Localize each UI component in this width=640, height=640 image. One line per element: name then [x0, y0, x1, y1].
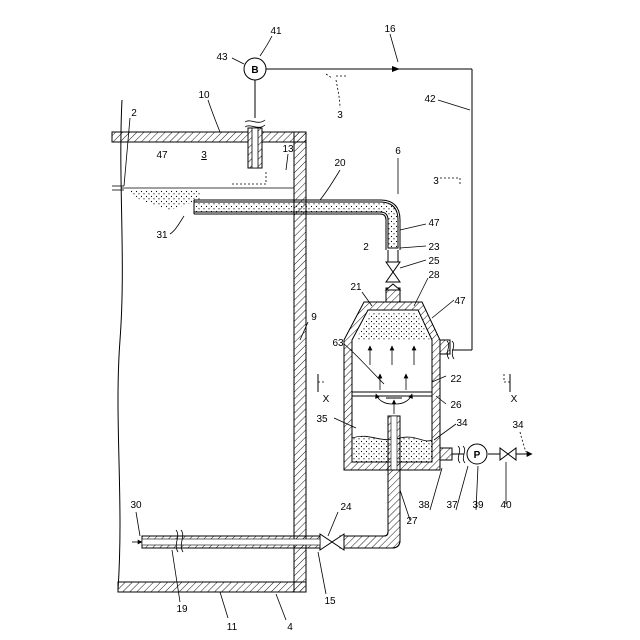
particles-tank — [128, 190, 200, 210]
label-41: 41 — [270, 26, 282, 37]
label-25: 25 — [428, 256, 440, 267]
label-38: 38 — [418, 500, 430, 511]
valve-25 — [386, 250, 400, 302]
blower-b: B — [244, 58, 266, 80]
label-21: 21 — [350, 282, 362, 293]
label-47-tank: 47 — [156, 150, 168, 161]
label-9: 9 — [311, 312, 317, 323]
label-3-right: 3 — [433, 176, 439, 187]
label-47-pipe: 47 — [428, 218, 440, 229]
label-28: 28 — [428, 270, 440, 281]
label-35: 35 — [316, 414, 328, 425]
label-26: 26 — [450, 400, 462, 411]
pump-p: P — [467, 444, 487, 464]
valve-24 — [320, 534, 344, 550]
label-20: 20 — [334, 158, 346, 169]
vessel-21 — [344, 302, 452, 470]
sensor-pipe — [245, 80, 265, 168]
label-3-inner: 3 — [201, 150, 207, 161]
label-19: 19 — [176, 604, 188, 615]
pipe-19 — [132, 530, 320, 552]
label-34-outer: 34 — [512, 420, 524, 431]
label-27: 27 — [406, 516, 418, 527]
label-10: 10 — [198, 90, 210, 101]
tank-2 — [112, 100, 306, 592]
label-2-tank: 2 — [131, 108, 137, 119]
label-31: 31 — [156, 230, 168, 241]
label-x-right: X — [511, 394, 518, 405]
label-24: 24 — [340, 502, 352, 513]
label-40: 40 — [500, 500, 512, 511]
blower-letter: B — [251, 65, 258, 76]
label-39: 39 — [472, 500, 484, 511]
label-37: 37 — [446, 500, 458, 511]
label-63: 63 — [332, 338, 344, 349]
label-47-vessel: 47 — [454, 296, 466, 307]
outlet-line — [452, 446, 532, 463]
label-42: 42 — [424, 94, 436, 105]
label-30: 30 — [130, 500, 142, 511]
label-23: 23 — [428, 242, 440, 253]
label-11: 11 — [227, 622, 238, 633]
pump-letter: P — [474, 450, 481, 461]
label-6: 6 — [395, 146, 401, 157]
label-15: 15 — [324, 596, 336, 607]
label-16: 16 — [384, 24, 396, 35]
label-43: 43 — [216, 52, 228, 63]
label-4: 4 — [287, 622, 293, 633]
label-x-left: X — [323, 394, 330, 405]
label-2-pipe: 2 — [363, 242, 369, 253]
label-13: 13 — [282, 144, 294, 155]
label-3-top: 3 — [337, 110, 343, 121]
label-34-inner: 34 — [456, 418, 468, 429]
label-22: 22 — [450, 374, 462, 385]
